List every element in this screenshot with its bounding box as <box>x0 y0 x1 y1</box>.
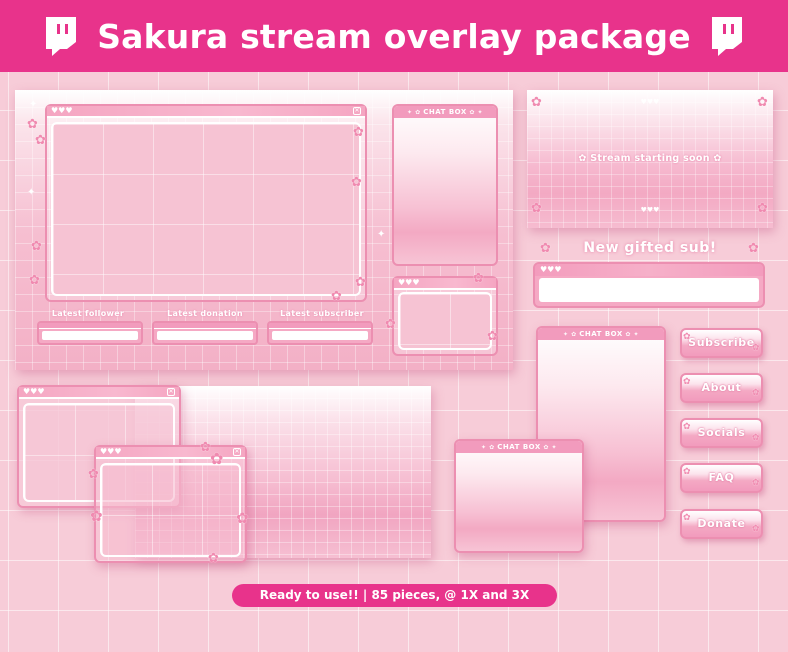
socials-panel-button[interactable]: Socials ✿ ✿ <box>680 418 763 448</box>
gifted-sub-title: New gifted sub! <box>583 240 717 256</box>
main-overlay-preview: ✦ ✦ ✦ ♥♥♥ ✕ ✿ ✿ ✿ ✿ ✿ ✿ ✿ ✿ ✦ ✿ CHAT BOX… <box>15 90 513 370</box>
sakura-flower-icon: ✿ <box>683 422 692 432</box>
sakura-flower-icon: ✿ <box>208 551 219 566</box>
sakura-flower-icon: ✿ <box>748 241 759 256</box>
alert-label-subscriber: Latest subscriber <box>280 309 364 318</box>
twitch-icon <box>46 17 77 56</box>
window-titlebar: ♥♥♥ <box>535 264 763 276</box>
chat-box-header: ✦ ✿ CHAT BOX ✿ ✦ <box>394 106 496 118</box>
hearts-icon: ♥♥♥ <box>23 387 45 396</box>
sakura-flower-icon: ✿ <box>385 317 396 332</box>
page-title: Sakura stream overlay package <box>97 16 691 56</box>
sakura-flower-icon: ✿ <box>331 289 342 304</box>
hearts-icon: ♥♥♥ <box>51 106 73 115</box>
sakura-flower-icon: ✿ <box>751 478 760 488</box>
sakura-flower-icon: ✿ <box>531 201 542 216</box>
close-icon: ✕ <box>167 388 175 396</box>
alert-label-follower: Latest follower <box>51 309 125 318</box>
chat-box-small: ✦ ✿ CHAT BOX ✿ ✦ <box>454 439 584 553</box>
sakura-flower-icon: ✿ <box>355 275 366 290</box>
sakura-flower-icon: ✿ <box>683 467 692 477</box>
window-titlebar: ♥♥♥ ✕ <box>19 387 179 399</box>
chat-box-header: ✦ ✿ CHAT BOX ✿ ✦ <box>456 441 582 453</box>
sakura-flower-icon: ✿ <box>757 201 768 216</box>
sakura-flower-icon: ✿ <box>683 332 692 342</box>
window-titlebar: ♥♥♥ <box>394 278 496 290</box>
sakura-flower-icon: ✿ <box>210 449 224 468</box>
subscribe-panel-button[interactable]: Subscribe ✿ ✿ <box>680 328 763 358</box>
alert-box-donation <box>152 321 258 345</box>
starting-soon-screen: ♥♥♥ ✿ Stream starting soon ✿ ♥♥♥ ✿ ✿ ✿ ✿ <box>527 90 773 228</box>
sakura-flower-icon: ✿ <box>236 509 249 527</box>
sakura-flower-icon: ✿ <box>29 273 40 288</box>
sakura-flower-icon: ✿ <box>35 133 46 148</box>
small-cam-frame: ♥♥♥ <box>392 276 498 356</box>
sakura-flower-icon: ✿ <box>751 433 760 443</box>
sakura-flower-icon: ✿ <box>751 388 760 398</box>
alert-box-follower <box>37 321 143 345</box>
sparkle-icon: ✦ <box>377 229 386 240</box>
hearts-icon: ♥♥♥ <box>100 447 122 456</box>
sakura-flower-icon: ✿ <box>751 524 760 534</box>
alert-body <box>539 278 759 302</box>
hearts-icon: ♥♥♥ <box>640 206 660 214</box>
hearts-icon: ♥♥♥ <box>540 265 562 274</box>
sakura-flower-icon: ✿ <box>351 175 362 190</box>
twitch-icon <box>711 17 742 56</box>
window-titlebar: ♥♥♥ ✕ <box>96 447 245 459</box>
sakura-flower-icon: ✿ <box>88 467 99 482</box>
main-webcam-frame: ♥♥♥ ✕ <box>45 104 367 302</box>
alert-box-subscriber <box>267 321 373 345</box>
sakura-flower-icon: ✿ <box>683 377 692 387</box>
sakura-flower-icon: ✿ <box>578 153 591 164</box>
sakura-flower-icon: ✿ <box>353 125 364 140</box>
hearts-icon: ♥♥♥ <box>398 278 420 287</box>
close-icon: ✕ <box>233 448 241 456</box>
hearts-icon: ♥♥♥ <box>640 98 660 106</box>
about-panel-button[interactable]: About ✿ ✿ <box>680 373 763 403</box>
chat-box-header: ✦ ✿ CHAT BOX ✿ ✦ <box>538 328 664 340</box>
sakura-flower-icon: ✿ <box>27 117 38 132</box>
sakura-flower-icon: ✿ <box>531 95 542 110</box>
small-cam-area <box>398 292 492 350</box>
close-icon: ✕ <box>353 107 361 115</box>
sparkle-icon: ✦ <box>27 187 36 198</box>
sakura-flower-icon: ✿ <box>90 507 103 525</box>
sakura-flower-icon: ✿ <box>751 343 760 353</box>
webcam-area <box>51 122 361 296</box>
sparkle-icon: ✦ <box>29 99 38 110</box>
sakura-flower-icon: ✿ <box>540 241 551 256</box>
window-frame-b: ♥♥♥ ✕ <box>94 445 247 563</box>
starting-soon-text: ✿ Stream starting soon ✿ <box>578 153 722 164</box>
window-content <box>100 463 241 557</box>
bottom-screen-preview <box>135 386 431 558</box>
gifted-sub-alert-box: ♥♥♥ <box>533 262 765 308</box>
faq-panel-button[interactable]: FAQ ✿ ✿ <box>680 463 763 493</box>
sakura-flower-icon: ✿ <box>487 329 498 344</box>
sakura-flower-icon: ✿ <box>31 239 42 254</box>
sakura-flower-icon: ✿ <box>757 95 768 110</box>
sakura-flower-icon: ✿ <box>709 153 722 164</box>
sakura-flower-icon: ✿ <box>683 513 692 523</box>
footer-badge: Ready to use!! | 85 pieces, @ 1X and 3X <box>232 584 557 607</box>
header-banner: Sakura stream overlay package <box>0 0 788 72</box>
sakura-flower-icon: ✿ <box>473 271 484 286</box>
window-titlebar: ♥♥♥ ✕ <box>47 106 365 118</box>
donate-panel-button[interactable]: Donate ✿ ✿ <box>680 509 763 539</box>
main-chat-box: ✦ ✿ CHAT BOX ✿ ✦ <box>392 104 498 266</box>
alert-label-donation: Latest donation <box>167 309 243 318</box>
sakura-flower-icon: ✿ <box>200 440 211 455</box>
